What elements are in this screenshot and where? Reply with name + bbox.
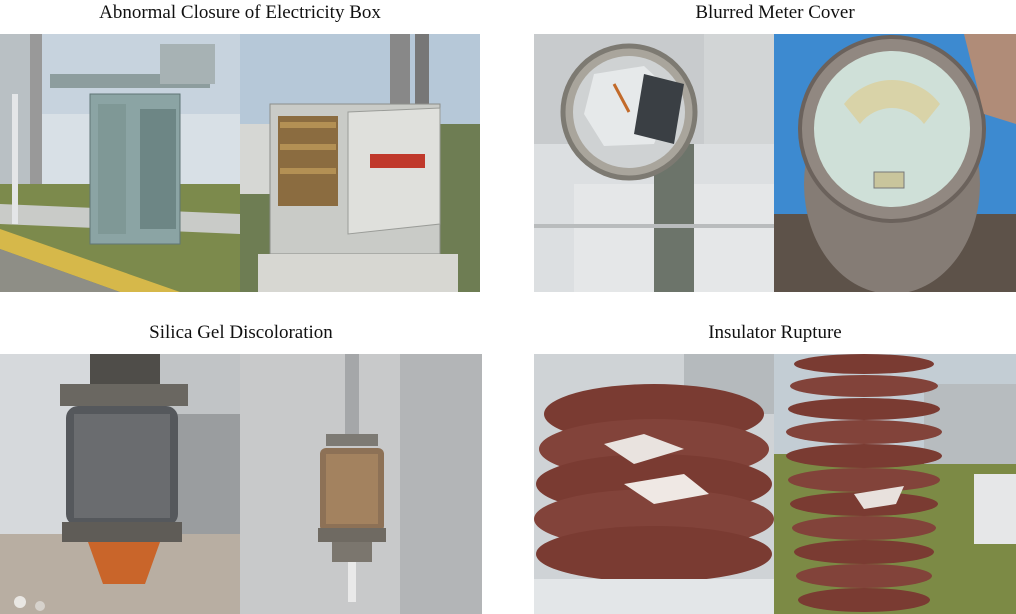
panel-electricity-box: Abnormal Closure of Electricity Box (0, 0, 480, 300)
meter-photo-left (534, 34, 774, 292)
panel-title: Insulator Rupture (708, 322, 842, 343)
panel-title: Silica Gel Discoloration (149, 322, 333, 343)
panel-title: Abnormal Closure of Electricity Box (99, 2, 381, 23)
panel-meter-cover: Blurred Meter Cover (534, 0, 1016, 300)
silica-gel-photo-right (240, 354, 482, 614)
panel-silica-gel: Silica Gel Discoloration (0, 320, 482, 614)
silica-gel-photo-left (0, 354, 240, 614)
panel-insulator-rupture: Insulator Rupture (534, 320, 1016, 614)
meter-photo-right (774, 34, 1016, 292)
electricity-box-photo-left (0, 34, 240, 292)
electricity-box-photo-right (240, 34, 480, 292)
insulator-photo-left (534, 354, 774, 614)
panel-title: Blurred Meter Cover (695, 2, 855, 23)
insulator-photo-right (774, 354, 1016, 614)
